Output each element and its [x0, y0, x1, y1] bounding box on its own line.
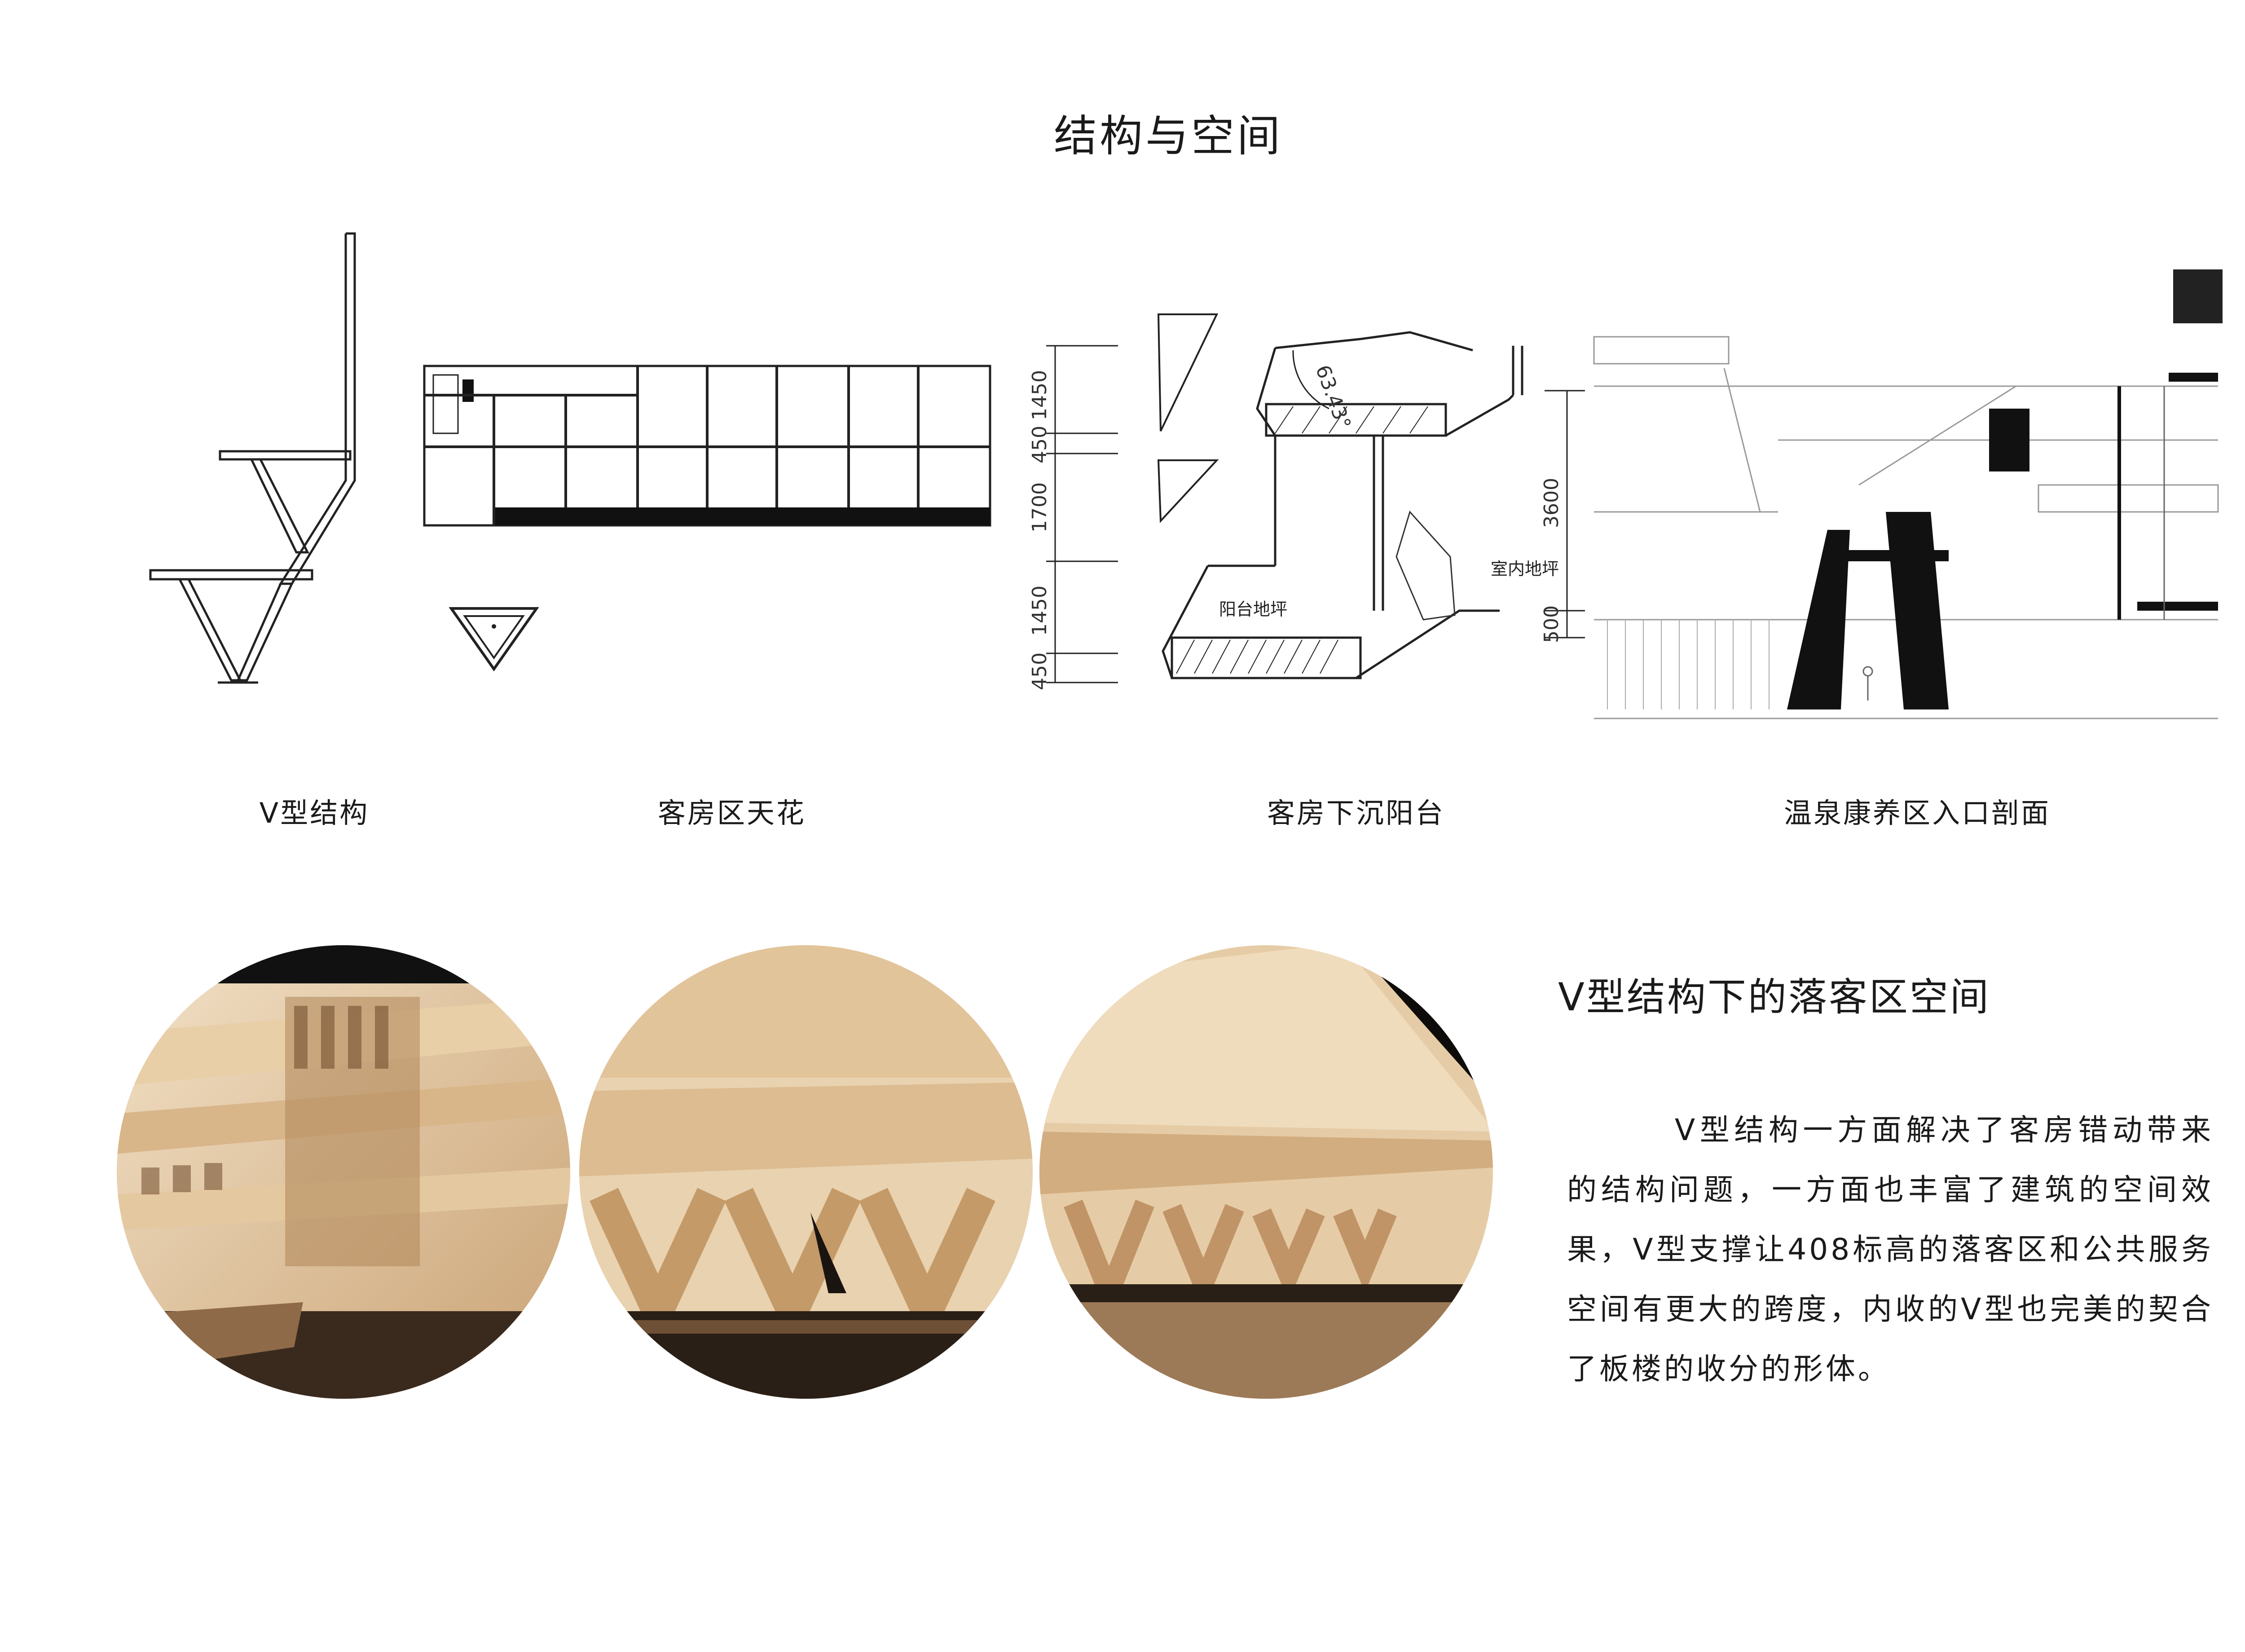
caption-balcony: 客房下沉阳台 — [1267, 797, 1445, 829]
section-heading: V型结构下的落客区空间 — [1558, 975, 1990, 1020]
triangle-section-detail — [449, 607, 539, 672]
caption-ceiling: 客房区天花 — [657, 797, 806, 829]
indoor-floor-label: 室内地坪 — [1491, 559, 1559, 579]
ceiling-plan-drawing — [423, 365, 991, 527]
dimension-label: 500 — [1540, 605, 1563, 643]
dimension-label: 1450 — [1028, 370, 1051, 420]
page-title: 结构与空间 — [1054, 111, 1283, 161]
dimension-label: 450 — [1028, 426, 1051, 463]
rendering-circle-middle — [579, 945, 1033, 1399]
section-paragraph: V型结构一方面解决了客房错动带来的结构问题，一方面也丰富了建筑的空间效果，V型支… — [1567, 1113, 2214, 1386]
dimension-label: 1700 — [1028, 482, 1051, 533]
balcony-floor-label: 阳台地坪 — [1219, 599, 1287, 619]
rendering-circle-left — [117, 945, 570, 1399]
dimension-label: 3600 — [1540, 478, 1563, 528]
rendering-circle-right — [1039, 945, 1493, 1399]
caption-v-structure: V型结构 — [259, 797, 370, 829]
angle-label: 63.43° — [1311, 362, 1356, 432]
dimension-label: 1450 — [1028, 586, 1051, 636]
caption-spa-section: 温泉康养区入口剖面 — [1783, 797, 2051, 829]
spa-entrance-section-drawing — [1593, 269, 2223, 719]
balcony-section-drawing: 1450 450 1700 1450 450 63 — [1028, 313, 1585, 690]
v-structure-drawing — [149, 232, 356, 684]
dimension-label: 450 — [1028, 652, 1051, 690]
